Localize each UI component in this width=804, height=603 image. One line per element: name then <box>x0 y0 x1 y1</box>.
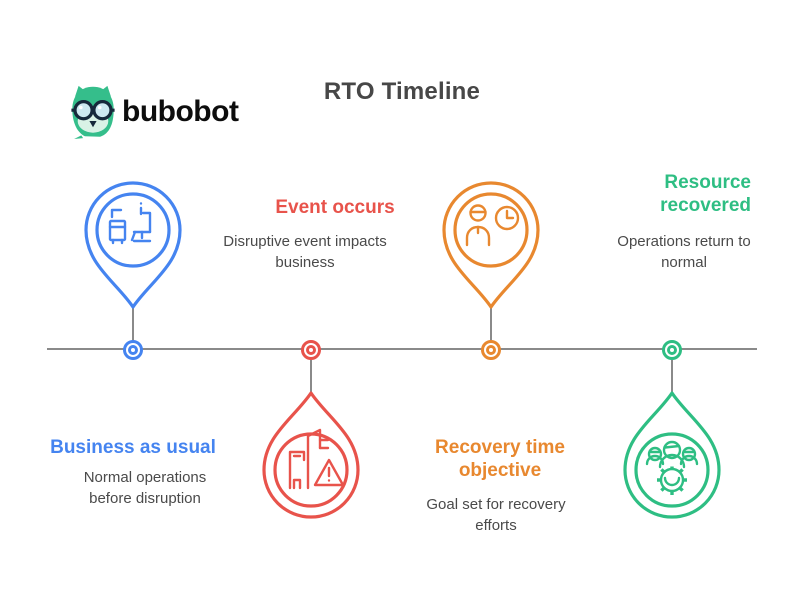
timeline-marker-event-occurs <box>301 340 321 360</box>
page-title: RTO Timeline <box>323 78 481 105</box>
milestone-desc-event-occurs: Disruptive event impacts business <box>223 233 387 271</box>
marker-dot <box>306 345 316 355</box>
marker-dot <box>667 345 677 355</box>
milestone-title-event-occurs: Event occurs <box>275 197 395 218</box>
workstation-icon <box>78 180 188 310</box>
building-warning-icon <box>256 390 366 520</box>
logo-wordmark: bubobot <box>122 95 239 128</box>
person-clock-icon <box>436 180 546 310</box>
marker-dot <box>128 345 138 355</box>
owl-logo-icon <box>66 84 120 140</box>
timeline-marker-business-as-usual <box>123 340 143 360</box>
timeline-marker-resource-recovered <box>662 340 682 360</box>
pin-recovery-time-objective <box>436 180 546 310</box>
milestone-desc-resource-recovered: Operations return to normal <box>617 233 751 271</box>
pin-business-as-usual <box>78 180 188 310</box>
pin-stem <box>490 305 492 341</box>
milestone-desc-recovery-time-objective: Goal set for recovery efforts <box>426 496 566 534</box>
pin-resource-recovered <box>617 390 727 520</box>
team-gear-icon <box>617 390 727 520</box>
pin-stem <box>310 360 312 393</box>
milestone-desc-business-as-usual: Normal operations before disruption <box>83 469 207 507</box>
milestone-title-resource-recovered: Resource recovered <box>660 172 751 216</box>
pin-stem <box>671 360 673 393</box>
logo: bubobot <box>66 84 256 140</box>
timeline-line <box>47 348 757 350</box>
pin-event-occurs <box>256 390 366 520</box>
timeline-marker-recovery-time-objective <box>481 340 501 360</box>
marker-dot <box>486 345 496 355</box>
milestone-title-recovery-time-objective: Recovery time objective <box>435 437 565 481</box>
milestone-title-business-as-usual: Business as usual <box>50 437 216 458</box>
pin-stem <box>132 305 134 341</box>
